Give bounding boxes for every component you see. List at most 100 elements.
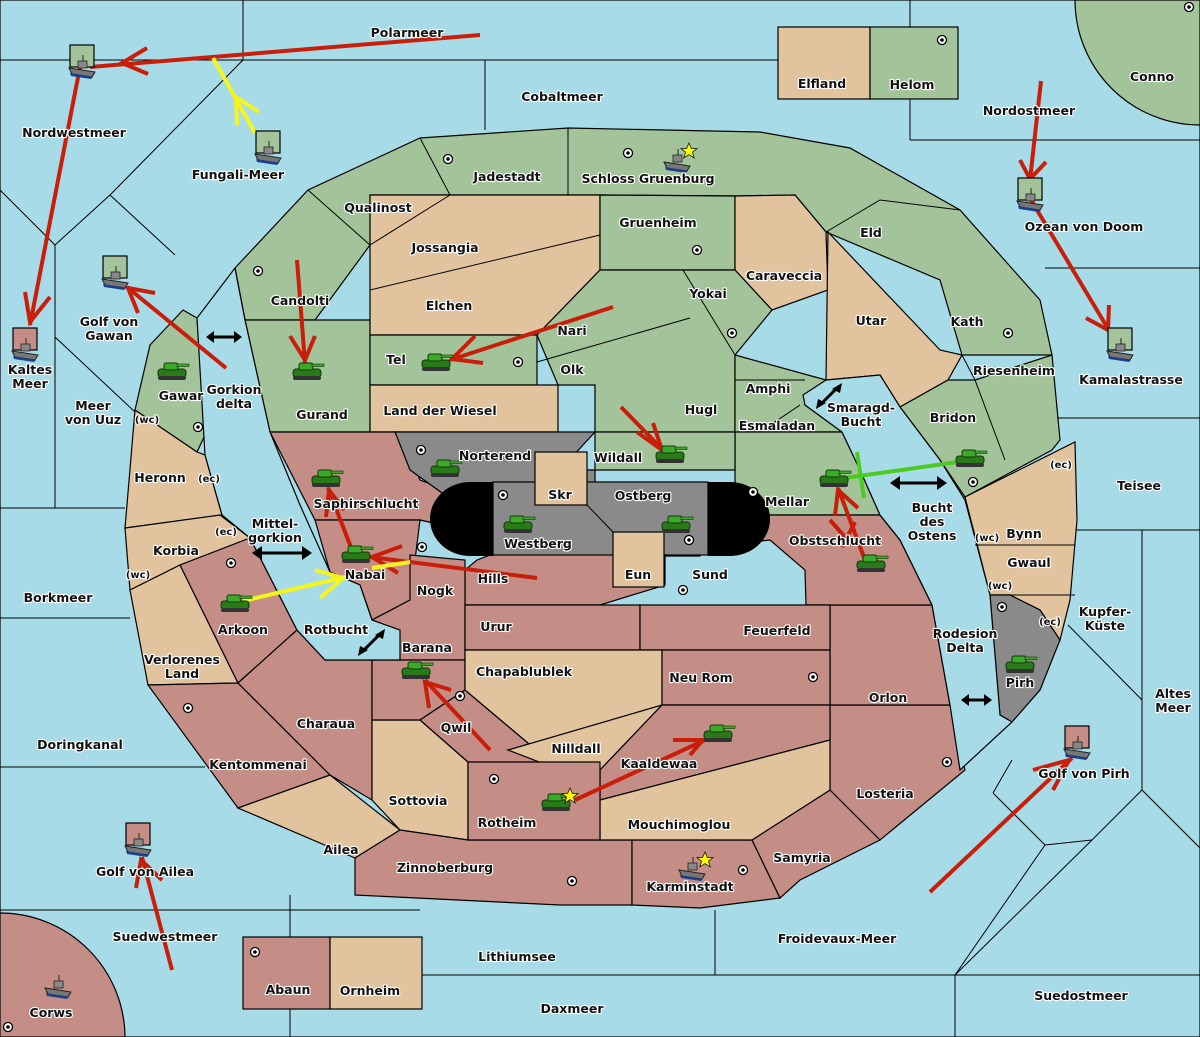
- label-ozean-von-doom: Ozean von Doom: [1025, 219, 1144, 234]
- label-rotheim: Rotheim: [478, 815, 537, 830]
- label-feuerfeld: Feuerfeld: [743, 623, 810, 638]
- supply-center-icon: [622, 147, 634, 159]
- label-smaragd-bucht-1: Smaragd-: [827, 400, 895, 415]
- territory-conno[interactable]: [1074, 0, 1200, 126]
- supply-center-icon: [726, 327, 738, 339]
- order-arrow: [288, 259, 317, 365]
- label-gruenheim: Gruenheim: [619, 215, 696, 230]
- supply-center-icon: [249, 946, 261, 958]
- label-golf-von-gawan-2: Gawan: [85, 328, 133, 343]
- label-kath: Kath: [951, 314, 984, 329]
- label-karminstadt: Karminstadt: [646, 879, 733, 894]
- label-abaun: Abaun: [266, 982, 311, 997]
- label-conno: Conno: [1130, 69, 1175, 84]
- supply-center-icon: [683, 534, 695, 546]
- supply-center-icon: [1183, 1, 1195, 13]
- supply-center-icon: [737, 864, 749, 876]
- supply-center-icon: [1002, 327, 1014, 339]
- label-nari: Nari: [557, 323, 586, 338]
- label-heronn: Heronn: [134, 470, 186, 485]
- supply-center-icon: [252, 265, 264, 277]
- label-kaltes-meer-2: Meer: [12, 376, 48, 391]
- label-rodesion-delta-2: Delta: [946, 640, 984, 655]
- label-orlon: Orlon: [869, 690, 908, 705]
- label-nogk: Nogk: [417, 583, 454, 598]
- label-hugl: Hugl: [685, 402, 718, 417]
- label-helom: Helom: [890, 77, 935, 92]
- label-kaltes-meer-1: Kaltes: [8, 362, 52, 377]
- label-gawar: Gawar: [159, 388, 205, 403]
- units-layer: [11, 44, 1134, 1000]
- order-arrow: [211, 57, 261, 134]
- label-land-der-wiesel: Land der Wiesel: [383, 403, 496, 418]
- coast-tag: (wc): [988, 581, 1012, 592]
- label-sottovia: Sottovia: [389, 793, 448, 808]
- label-nabai: Nabai: [345, 567, 386, 582]
- label-gurand: Gurand: [296, 407, 348, 422]
- label-candolti: Candolti: [271, 293, 330, 308]
- label-qualinost: Qualinost: [344, 200, 411, 215]
- label-smaragd-bucht-2: Bucht: [841, 414, 882, 429]
- label-losteria: Losteria: [856, 786, 913, 801]
- supply-center-icon: [416, 541, 428, 553]
- label-bridon: Bridon: [930, 410, 976, 425]
- label-bucht-des-ostens-1: Bucht: [912, 500, 953, 515]
- label-zinnoberburg: Zinnoberburg: [397, 860, 493, 875]
- territory-elfland[interactable]: [777, 26, 871, 100]
- order-arrow: [367, 544, 538, 580]
- supply-center-icon: [488, 773, 500, 785]
- label-golf-von-ailea: Golf von Ailea: [96, 864, 194, 879]
- supply-center-icon: [677, 584, 689, 596]
- label-fungali-meer: Fungali-Meer: [192, 167, 285, 182]
- label-hills: Hills: [478, 571, 509, 586]
- label-nordwestmeer: Nordwestmeer: [22, 125, 127, 140]
- label-elfland: Elfland: [798, 76, 846, 91]
- label-gorkion-delta-1: Gorkion: [206, 382, 261, 397]
- label-chapablublek: Chapablublek: [476, 664, 573, 679]
- supply-center-icon: [225, 557, 237, 569]
- label-verlorenes-land-2: Land: [165, 666, 199, 681]
- label-mittelgorkion-2: gorkion: [248, 530, 302, 545]
- supply-center-icon: [807, 671, 819, 683]
- label-saphirschlucht: Saphirschlucht: [314, 496, 419, 511]
- label-kupfer-kueste-1: Kupfer-: [1079, 604, 1132, 619]
- supply-center-icon: [497, 489, 509, 501]
- label-daxmeer: Daxmeer: [540, 1001, 604, 1016]
- label-utar: Utar: [856, 313, 888, 328]
- label-mellar: Mellar: [765, 494, 810, 509]
- supply-center-icon: [691, 244, 703, 256]
- label-arkoon: Arkoon: [218, 622, 268, 637]
- territory-corws[interactable]: [0, 912, 126, 1037]
- territory-ornheim[interactable]: [329, 936, 423, 1010]
- label-qwil: Qwil: [441, 720, 472, 735]
- order-arrow: [23, 66, 82, 327]
- label-polarmeer: Polarmeer: [371, 25, 445, 40]
- impassable-east: [708, 482, 770, 556]
- coast-tag: (wc): [975, 533, 999, 544]
- label-ornheim: Ornheim: [340, 983, 400, 998]
- label-bucht-des-ostens-3: Ostens: [908, 528, 957, 543]
- coast-tag: (ec): [215, 527, 237, 538]
- label-froidevaux-meer: Froidevaux-Meer: [778, 931, 897, 946]
- label-schloss-gruenburg: Schloss Gruenburg: [581, 171, 714, 186]
- supply-center-icon: [442, 153, 454, 165]
- order-arrow: [574, 738, 708, 802]
- label-elchen: Elchen: [426, 298, 473, 313]
- impassable-west: [430, 482, 493, 556]
- label-borkmeer: Borkmeer: [24, 590, 94, 605]
- label-pirh: Pirh: [1006, 675, 1035, 690]
- label-yokai: Yokai: [688, 286, 727, 301]
- coast-tag: (ec): [1050, 460, 1072, 471]
- label-bynn: Bynn: [1006, 526, 1041, 541]
- label-westberg: Westberg: [504, 536, 572, 551]
- supply-center-icon: [967, 476, 979, 488]
- label-esmaladan: Esmaladan: [739, 418, 815, 433]
- label-rodesion-delta-1: Rodesion: [933, 626, 998, 641]
- order-arrow: [422, 678, 492, 752]
- label-wildall: Wildall: [594, 450, 642, 465]
- label-altes-meer-2: Meer: [1155, 700, 1191, 715]
- supply-center-icon: [996, 601, 1008, 613]
- territory-labels: Polarmeer Cobaltmeer Nordwestmeer Fungal…: [7, 24, 1193, 1021]
